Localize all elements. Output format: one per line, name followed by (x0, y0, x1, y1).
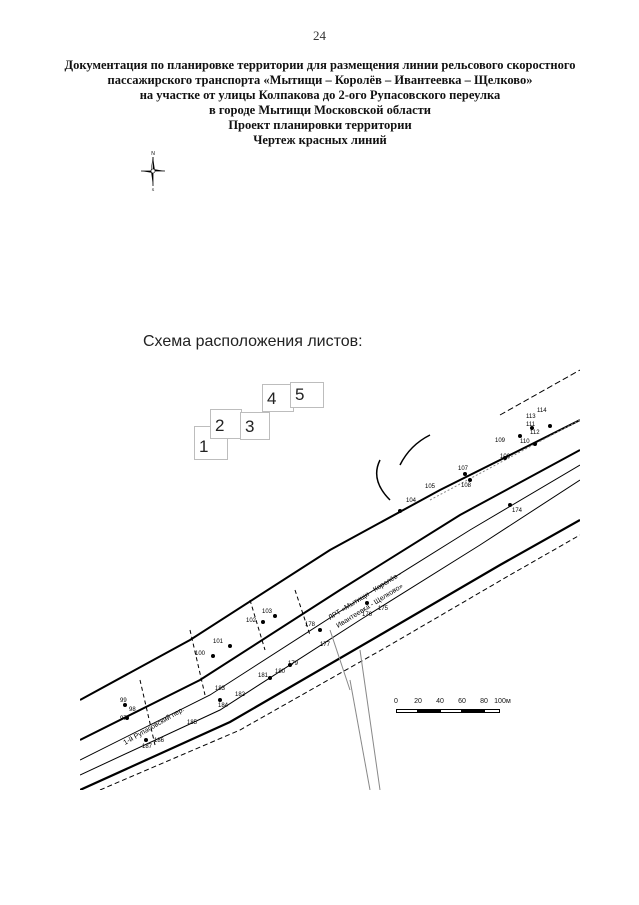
sheet-2-label: 2 (215, 416, 225, 435)
point-label: 112 (530, 430, 540, 436)
sheet-2: 2 (210, 409, 242, 439)
point-label: 185 (187, 720, 198, 726)
point-label: 179 (288, 661, 299, 667)
point-label: 182 (235, 692, 246, 698)
point-label: 110 (520, 439, 530, 445)
header-line: Чертеж красных линий (253, 133, 387, 147)
sheet-4: 4 (262, 384, 294, 412)
scale-unit: м (506, 698, 511, 705)
scale-segment (418, 709, 440, 713)
scale-tick: 20 (414, 698, 422, 705)
point-label: 184 (218, 703, 229, 709)
compass-south-label: S (152, 187, 155, 192)
sheet-5: 5 (290, 382, 324, 408)
point-label: 109 (495, 438, 506, 444)
sheet-3-label: 3 (245, 417, 255, 436)
point-label: 107 (458, 466, 469, 472)
header-line: в городе Мытищи Московской области (209, 103, 431, 117)
header-line: пассажирского транспорта «Мытищи – Корол… (107, 73, 533, 87)
point-label: 106 (500, 454, 511, 460)
point-label: 177 (320, 642, 331, 648)
point-label: 101 (213, 639, 224, 645)
scale-tick: 80 (480, 698, 488, 705)
point-label: 111 (526, 422, 536, 428)
scheme-title: Схема расположения листов: (143, 333, 363, 350)
sheet-3: 3 (240, 412, 270, 440)
point-label: 114 (537, 408, 547, 414)
scale-segment (396, 709, 418, 713)
header-line: Документация по планировке территории дл… (64, 58, 576, 72)
scale-segment (462, 709, 484, 713)
red-lines-map: 99 98 97 100 101 102 103 104 105 106 107… (80, 369, 580, 790)
point-label: 102 (246, 618, 257, 624)
point-label: 113 (526, 414, 536, 420)
scale-tick: 40 (436, 698, 444, 705)
point-label: 186 (154, 738, 165, 744)
point-label: 183 (215, 686, 226, 692)
compass-north-label: N (151, 151, 155, 157)
scale-tick: 100 (494, 698, 506, 705)
point-label: 180 (275, 669, 286, 675)
point-label: 100 (195, 651, 206, 657)
point-label: 187 (142, 744, 153, 750)
scale-tick: 60 (458, 698, 466, 705)
point-label: 98 (129, 707, 136, 713)
compass-rose-icon: N S (141, 151, 165, 192)
scale-segment (440, 709, 462, 713)
point-label: 175 (378, 606, 389, 612)
page-number: 24 (313, 28, 326, 43)
point-label: 104 (406, 498, 417, 504)
point-label: 181 (258, 673, 269, 679)
header-line: Проект планировки территории (228, 118, 412, 132)
point-label: 99 (120, 698, 127, 704)
scale-segment (484, 709, 500, 713)
sheet-1-label: 1 (199, 437, 209, 456)
point-label: 105 (425, 484, 436, 490)
scale-tick: 0 (394, 698, 398, 705)
header-line: на участке от улицы Колпакова до 2-ого Р… (139, 88, 501, 102)
sheet-5-label: 5 (295, 385, 305, 404)
scale-bar: 0 20 40 60 80 100 м (388, 698, 588, 722)
point-label: 174 (512, 508, 523, 514)
document-header: Документация по планировке территории дл… (60, 58, 580, 148)
point-label: 103 (262, 609, 273, 615)
point-label: 178 (305, 622, 316, 628)
point-label: 108 (461, 483, 472, 489)
point-label: 176 (362, 612, 373, 618)
sheet-4-label: 4 (267, 389, 277, 408)
point-label: 97 (120, 716, 127, 722)
